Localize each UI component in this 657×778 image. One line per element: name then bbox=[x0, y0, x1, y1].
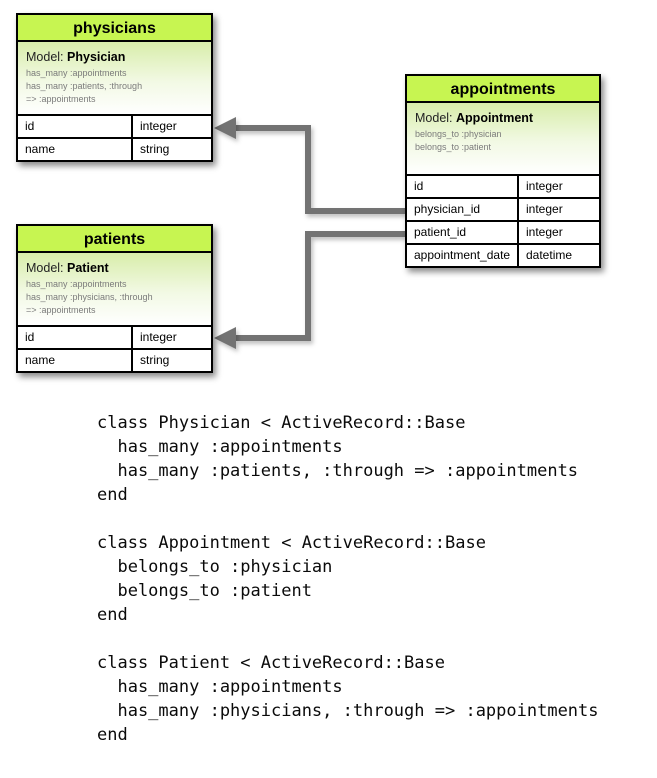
column-type-cell: integer bbox=[526, 225, 563, 239]
model-section: Model: Appointment belongs_to :physician… bbox=[407, 103, 599, 174]
column-name-cell: patient_id bbox=[407, 222, 519, 243]
model-line: Model: Appointment bbox=[415, 111, 591, 125]
table-patients: patients Model: Patient has_many :appoin… bbox=[16, 224, 213, 373]
column-type-cell: integer bbox=[140, 119, 177, 133]
column-row: id integer bbox=[18, 114, 211, 137]
model-name: Physician bbox=[67, 50, 126, 64]
code-line bbox=[97, 627, 599, 651]
column-rows: id integer name string bbox=[18, 325, 211, 371]
column-row: id integer bbox=[18, 325, 211, 348]
column-row: id integer bbox=[407, 174, 599, 197]
code-line: belongs_to :physician bbox=[97, 557, 333, 577]
association-line: belongs_to :patient bbox=[415, 142, 492, 152]
code-line: class Patient < ActiveRecord::Base bbox=[97, 653, 445, 673]
association-list: has_many :appointments has_many :patients… bbox=[26, 67, 203, 106]
column-name-cell: name bbox=[18, 139, 133, 160]
ruby-code-block: class Physician < ActiveRecord::Base has… bbox=[97, 411, 599, 747]
table-title: appointments bbox=[450, 81, 556, 98]
column-name-cell: appointment_date bbox=[407, 245, 519, 266]
table-title: physicians bbox=[73, 20, 156, 37]
table-title: patients bbox=[83, 231, 146, 248]
column-name-cell: id bbox=[18, 327, 133, 348]
code-line: has_many :patients, :through => :appoint… bbox=[97, 461, 579, 481]
association-line: has_many :patients, :through bbox=[26, 81, 143, 91]
code-line: belongs_to :patient bbox=[97, 581, 312, 601]
column-row: name string bbox=[18, 348, 211, 371]
connector-line-appointments-patient_id-to-patients-id bbox=[236, 231, 405, 341]
code-line bbox=[97, 507, 599, 531]
association-line: has_many :appointments bbox=[26, 279, 127, 289]
code-line: end bbox=[97, 725, 128, 745]
column-type-cell: integer bbox=[526, 179, 563, 193]
column-row: name string bbox=[18, 137, 211, 160]
association-list: belongs_to :physician belongs_to :patient bbox=[415, 128, 591, 154]
code-line: end bbox=[97, 605, 128, 625]
column-type-cell: integer bbox=[526, 202, 563, 216]
column-rows: id integer name string bbox=[18, 114, 211, 160]
column-type-cell: integer bbox=[140, 330, 177, 344]
table-header: appointments bbox=[407, 76, 599, 103]
association-line: => :appointments bbox=[26, 94, 96, 104]
table-physicians: physicians Model: Physician has_many :ap… bbox=[16, 13, 213, 162]
column-name-cell: name bbox=[18, 350, 133, 371]
column-name-cell: physician_id bbox=[407, 199, 519, 220]
column-type-cell: datetime bbox=[526, 248, 573, 262]
column-type-cell: string bbox=[140, 353, 170, 367]
model-name: Appointment bbox=[456, 111, 534, 125]
connector-arrowhead-icon bbox=[214, 327, 236, 349]
model-line: Model: Physician bbox=[26, 50, 203, 64]
table-appointments: appointments Model: Appointment belongs_… bbox=[405, 74, 601, 268]
code-line: has_many :appointments bbox=[97, 437, 343, 457]
column-row: physician_id integer bbox=[407, 197, 599, 220]
association-line: has_many :physicians, :through bbox=[26, 292, 153, 302]
code-line: has_many :appointments bbox=[97, 677, 343, 697]
model-line: Model: Patient bbox=[26, 261, 203, 275]
connector-arrowhead-icon bbox=[214, 117, 236, 139]
column-type-cell: string bbox=[140, 142, 170, 156]
table-header: physicians bbox=[18, 15, 211, 42]
association-line: has_many :appointments bbox=[26, 68, 127, 78]
model-name: Patient bbox=[67, 261, 109, 275]
connector-line-appointments-physician_id-to-physicians-id bbox=[236, 125, 405, 214]
code-line: class Physician < ActiveRecord::Base bbox=[97, 413, 466, 433]
model-label: Model: bbox=[26, 50, 64, 64]
association-line: => :appointments bbox=[26, 305, 96, 315]
code-line: end bbox=[97, 485, 128, 505]
table-header: patients bbox=[18, 226, 211, 253]
code-line: class Appointment < ActiveRecord::Base bbox=[97, 533, 486, 553]
column-row: patient_id integer bbox=[407, 220, 599, 243]
column-name-cell: id bbox=[18, 116, 133, 137]
association-list: has_many :appointments has_many :physicia… bbox=[26, 278, 203, 317]
association-line: belongs_to :physician bbox=[415, 129, 502, 139]
model-label: Model: bbox=[26, 261, 64, 275]
column-row: appointment_date datetime bbox=[407, 243, 599, 266]
model-label: Model: bbox=[415, 111, 453, 125]
code-line: has_many :physicians, :through => :appoi… bbox=[97, 701, 599, 721]
column-name-cell: id bbox=[407, 176, 519, 197]
